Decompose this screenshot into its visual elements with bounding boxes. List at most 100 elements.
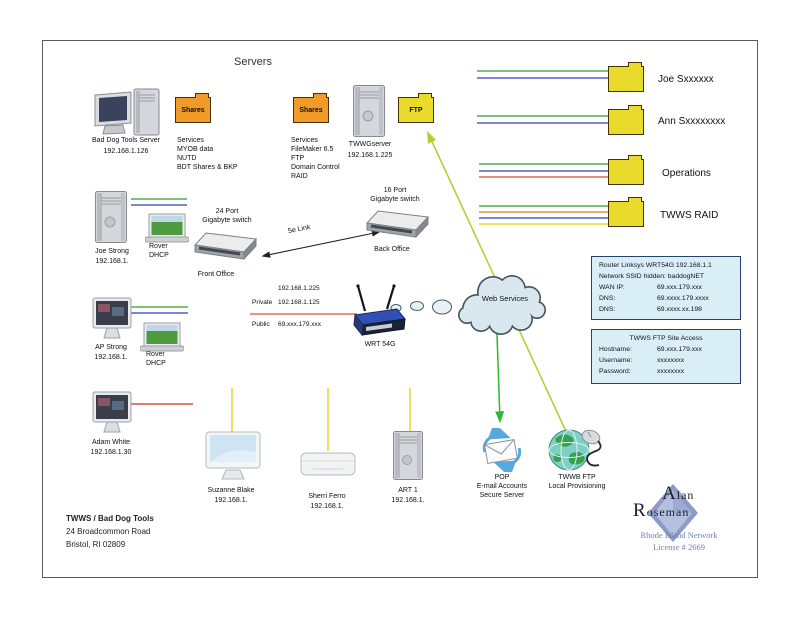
shares2-item: RAID bbox=[291, 173, 308, 180]
shares1-item: Services bbox=[177, 137, 204, 144]
bad-dog-server-icon bbox=[94, 88, 160, 136]
adam-white-imac-icon bbox=[92, 391, 132, 433]
joe-strong-ip: 192.168.1. bbox=[95, 258, 129, 265]
ftp-access-box: TWWS FTP Site Access Hostname: 69.xxx.179… bbox=[591, 329, 741, 384]
cloud-icon bbox=[458, 275, 546, 335]
folder-twws-raid-label: TWWS RAID bbox=[660, 210, 719, 221]
web-services-label: Web Services bbox=[481, 294, 529, 303]
folder-operations bbox=[608, 155, 644, 185]
ftp-access-value: 69.xxx.179.xxx bbox=[657, 346, 702, 353]
public-label: Public bbox=[252, 321, 270, 328]
wrt54g-label: WRT 54G bbox=[364, 341, 396, 348]
shares-folder-2-label: Shares bbox=[299, 106, 323, 114]
ap-strong-name: AP Strong bbox=[95, 344, 127, 351]
art1-name: ART 1 bbox=[398, 487, 418, 494]
router-info-value: 69.xxxx.179.xxxx bbox=[657, 295, 709, 302]
twwg-server-name: TWWGserver bbox=[348, 141, 392, 148]
ftp-access-title: TWWS FTP Site Access bbox=[629, 335, 703, 342]
logo-line2: License # 2669 bbox=[653, 542, 705, 552]
rover2-laptop-icon bbox=[140, 322, 184, 352]
logo-last-name: Roseman bbox=[633, 500, 690, 521]
shares2-item: Services bbox=[291, 137, 318, 144]
folder-operations-label: Operations bbox=[662, 168, 711, 179]
shares-folder-1: Shares bbox=[175, 93, 211, 123]
ftp-access-key: Username: bbox=[599, 357, 633, 364]
folder-ann bbox=[608, 105, 644, 135]
joe-strong-tower-icon bbox=[95, 191, 127, 243]
folder-joe-label: Joe Sxxxxxx bbox=[658, 74, 714, 85]
pop-label-3: Secure Server bbox=[479, 492, 525, 499]
wrt54g-router-icon bbox=[353, 284, 406, 337]
joe-strong-name: Joe Strong bbox=[95, 248, 129, 255]
art1-ip: 192.168.1. bbox=[391, 497, 425, 504]
shares-folder-2: Shares bbox=[293, 93, 329, 123]
twwg-server-icon bbox=[353, 85, 385, 137]
router-info-key: DNS: bbox=[599, 295, 616, 302]
shares2-item: FTP bbox=[291, 155, 305, 162]
adam-white-name: Adam White bbox=[91, 439, 131, 446]
rover1-sub: DHCP bbox=[149, 252, 169, 259]
switch-16port-icon bbox=[366, 210, 430, 239]
pop-email-icon bbox=[482, 428, 522, 472]
suzanne-ip: 192.168.1. bbox=[214, 497, 248, 504]
router-info-key: DNS: bbox=[599, 306, 616, 313]
sherri-name: Sherri Ferro bbox=[308, 493, 346, 500]
public-ip: 69.xxx.179.xxx bbox=[278, 321, 321, 328]
router-info-key: WAN IP: bbox=[599, 284, 625, 291]
shares-folder-1-label: Shares bbox=[181, 106, 205, 114]
switch-24port-icon bbox=[194, 232, 258, 261]
twwb-label-2: Local Provisioning bbox=[548, 483, 606, 490]
folder-ann-label: Ann Sxxxxxxxx bbox=[658, 116, 726, 127]
suzanne-name: Suzanne Blake bbox=[207, 487, 255, 494]
twwg-server-ip: 192.168.1.225 bbox=[347, 152, 393, 159]
servers-heading: Servers bbox=[234, 56, 272, 68]
back-office-label: Back Office bbox=[374, 246, 410, 253]
switch16-line2: Gigabyte switch bbox=[370, 196, 420, 203]
router-info-box: Router Linksys WRT54G 192.168.1.1 Networ… bbox=[591, 256, 741, 320]
rover2-sub: DHCP bbox=[146, 360, 166, 367]
shares1-item: MYOB data bbox=[177, 146, 214, 153]
router-info-value: 69.xxx.179.xxx bbox=[657, 284, 702, 291]
switch24-line2: Gigabyte switch bbox=[202, 217, 252, 224]
folder-joe bbox=[608, 62, 644, 92]
switch24-line1: 24 Port bbox=[215, 208, 239, 215]
pop-label-2: E-mail Accounts bbox=[476, 483, 528, 490]
suzanne-imac-icon bbox=[205, 431, 261, 480]
front-office-label: Front Office bbox=[197, 271, 235, 278]
rover2-name: Rover bbox=[146, 351, 165, 358]
ftp-folder: FTP bbox=[398, 93, 434, 123]
roseman-diamond-logo bbox=[648, 484, 698, 542]
web-services-cloud bbox=[455, 265, 555, 341]
ap-strong-ip: 192.168.1. bbox=[94, 354, 128, 361]
twwb-ftp-globe-icon bbox=[548, 429, 602, 471]
shares1-item: BDT Shares & BKP bbox=[177, 164, 238, 171]
footer-address1: 24 Broadcommon Road bbox=[66, 527, 151, 536]
sherri-macmini-icon bbox=[300, 452, 356, 476]
router-info-value: 69.xxxx.xx.198 bbox=[657, 306, 702, 313]
rover1-name: Rover bbox=[149, 243, 168, 250]
bad-dog-server-ip: 192.168.1.126 bbox=[103, 148, 149, 155]
pop-label-1: POP bbox=[494, 474, 510, 481]
art1-tower-icon bbox=[393, 431, 423, 480]
private-ip: 192.168.1.125 bbox=[278, 299, 320, 306]
adam-white-ip: 192.168.1.30 bbox=[90, 449, 132, 456]
footer-address2: Bristol, RI 02809 bbox=[66, 540, 126, 549]
twwb-label-1: TWWB FTP bbox=[558, 474, 596, 481]
rover1-laptop-icon bbox=[145, 213, 189, 243]
ftp-access-key: Hostname: bbox=[599, 346, 632, 353]
private-label: Private bbox=[252, 299, 273, 306]
shares2-item: FileMaker 6.5 bbox=[291, 146, 334, 153]
wan-ip-top: 192.168.1.225 bbox=[278, 285, 320, 292]
ftp-access-value: xxxxxxxx bbox=[657, 368, 685, 375]
ap-strong-imac-icon bbox=[92, 297, 132, 339]
sherri-ip: 192.168.1. bbox=[310, 503, 344, 510]
switch16-line1: 16 Port bbox=[383, 187, 407, 194]
ftp-access-value: xxxxxxxx bbox=[657, 357, 685, 364]
router-info-line1: Router Linksys WRT54G 192.168.1.1 bbox=[599, 262, 712, 269]
logo-first-name: Alan bbox=[662, 483, 695, 504]
logo-line1: Rhode Island Network bbox=[640, 530, 718, 540]
bad-dog-server-name: Bad Dog Tools Server bbox=[92, 137, 160, 144]
ftp-folder-label: FTP bbox=[409, 106, 423, 114]
shares1-item: NUTD bbox=[177, 155, 197, 162]
